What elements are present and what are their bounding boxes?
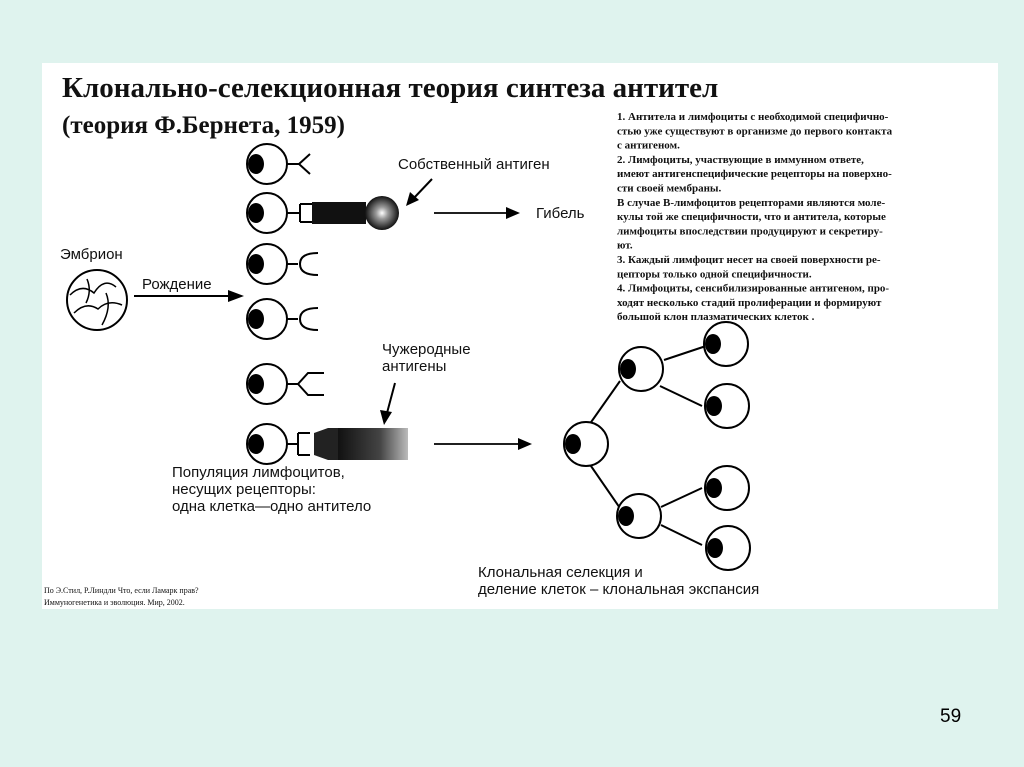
population-caption-2: несущих рецепторы: <box>172 481 316 498</box>
population-caption-1: Популяция лимфоцитов, <box>172 464 345 481</box>
note-line: 4. Лимфоциты, сенсибилизированные антиге… <box>617 283 889 295</box>
death-arrow <box>434 207 520 219</box>
note-line: 1. Антитела и лимфоциты с необходимой сп… <box>617 111 889 123</box>
note-line: сти своей мембраны. <box>617 183 722 195</box>
clone-cell-leaf-2 <box>705 384 749 428</box>
clone-cell-leaf-4 <box>706 526 750 570</box>
embryo-icon <box>67 270 127 330</box>
self-antigen-arrow <box>406 179 432 206</box>
source-credit-1: По Э.Стил, Р.Линдли Что, если Ламарк пра… <box>44 586 199 595</box>
slide-subtitle: (теория Ф.Бернета, 1959) <box>62 112 345 139</box>
foreign-antigens-arrow <box>380 383 395 425</box>
source-credit-2: Иммуногенетика и эволюция. Мир, 2002. <box>44 598 185 607</box>
lymphocyte-cell-2 <box>247 193 312 233</box>
note-line: В случае В-лимфоцитов рецепторами являют… <box>617 197 885 209</box>
clonal-caption-1: Клональная селекция и <box>478 564 643 581</box>
page-number: 59 <box>940 706 961 728</box>
clone-cell-lower <box>617 494 661 538</box>
foreign-antigens-label-1: Чужеродные <box>382 341 471 358</box>
note-line: ют. <box>617 240 633 252</box>
slide-card: Клонально-селекционная теория синтеза ан… <box>42 63 998 609</box>
note-line: большой клон плазматических клеток . <box>617 311 815 323</box>
lymphocyte-cell-6 <box>247 424 310 464</box>
birth-label: Рождение <box>142 276 212 293</box>
note-line: цепторы только одной специфичности. <box>617 268 812 280</box>
lymphocyte-cell-5 <box>247 364 324 404</box>
note-line: имеют антигенспецифические рецепторы на … <box>617 168 892 180</box>
note-line: кулы той же специфичности, что и антител… <box>617 211 886 223</box>
clone-cell-leaf-3 <box>705 466 749 510</box>
note-line: 3. Каждый лимфоцит несет на своей поверх… <box>617 254 881 266</box>
lymphocyte-cell-3 <box>247 244 318 284</box>
embryo-label: Эмбрион <box>60 246 123 263</box>
self-antigen-label: Собственный антиген <box>398 156 550 173</box>
foreign-antigens-label-2: антигены <box>382 358 446 375</box>
clone-cell-root <box>564 422 608 466</box>
selection-arrow <box>434 438 532 450</box>
note-line: 2. Лимфоциты, участвующие в иммунном отв… <box>617 154 864 166</box>
slide-title: Клонально-селекционная теория синтеза ан… <box>62 72 718 104</box>
population-caption-3: одна клетка—одно антитело <box>172 498 371 515</box>
clone-cell-leaf-1 <box>704 322 748 366</box>
death-label: Гибель <box>536 205 585 222</box>
clonal-selection-diagram: Клонально-селекционная теория синтеза ан… <box>42 63 998 609</box>
lymphocyte-cell-1 <box>247 144 310 184</box>
foreign-antigen-icon <box>314 428 408 460</box>
lymphocyte-cell-4 <box>247 299 318 339</box>
self-antigen-icon <box>312 196 399 230</box>
note-line: с антигеном. <box>617 140 680 152</box>
note-line: стью уже существуют в организме до перво… <box>617 125 893 137</box>
theory-notes: 1. Антитела и лимфоциты с необходимой сп… <box>617 111 893 323</box>
note-line: лимфоциты впоследствии продуцируют и сек… <box>617 225 883 237</box>
clone-cell-upper <box>619 347 663 391</box>
clonal-caption-2: деление клеток – клональная экспансия <box>478 581 759 598</box>
note-line: ходят несколько стадий пролиферации и фо… <box>617 297 882 309</box>
